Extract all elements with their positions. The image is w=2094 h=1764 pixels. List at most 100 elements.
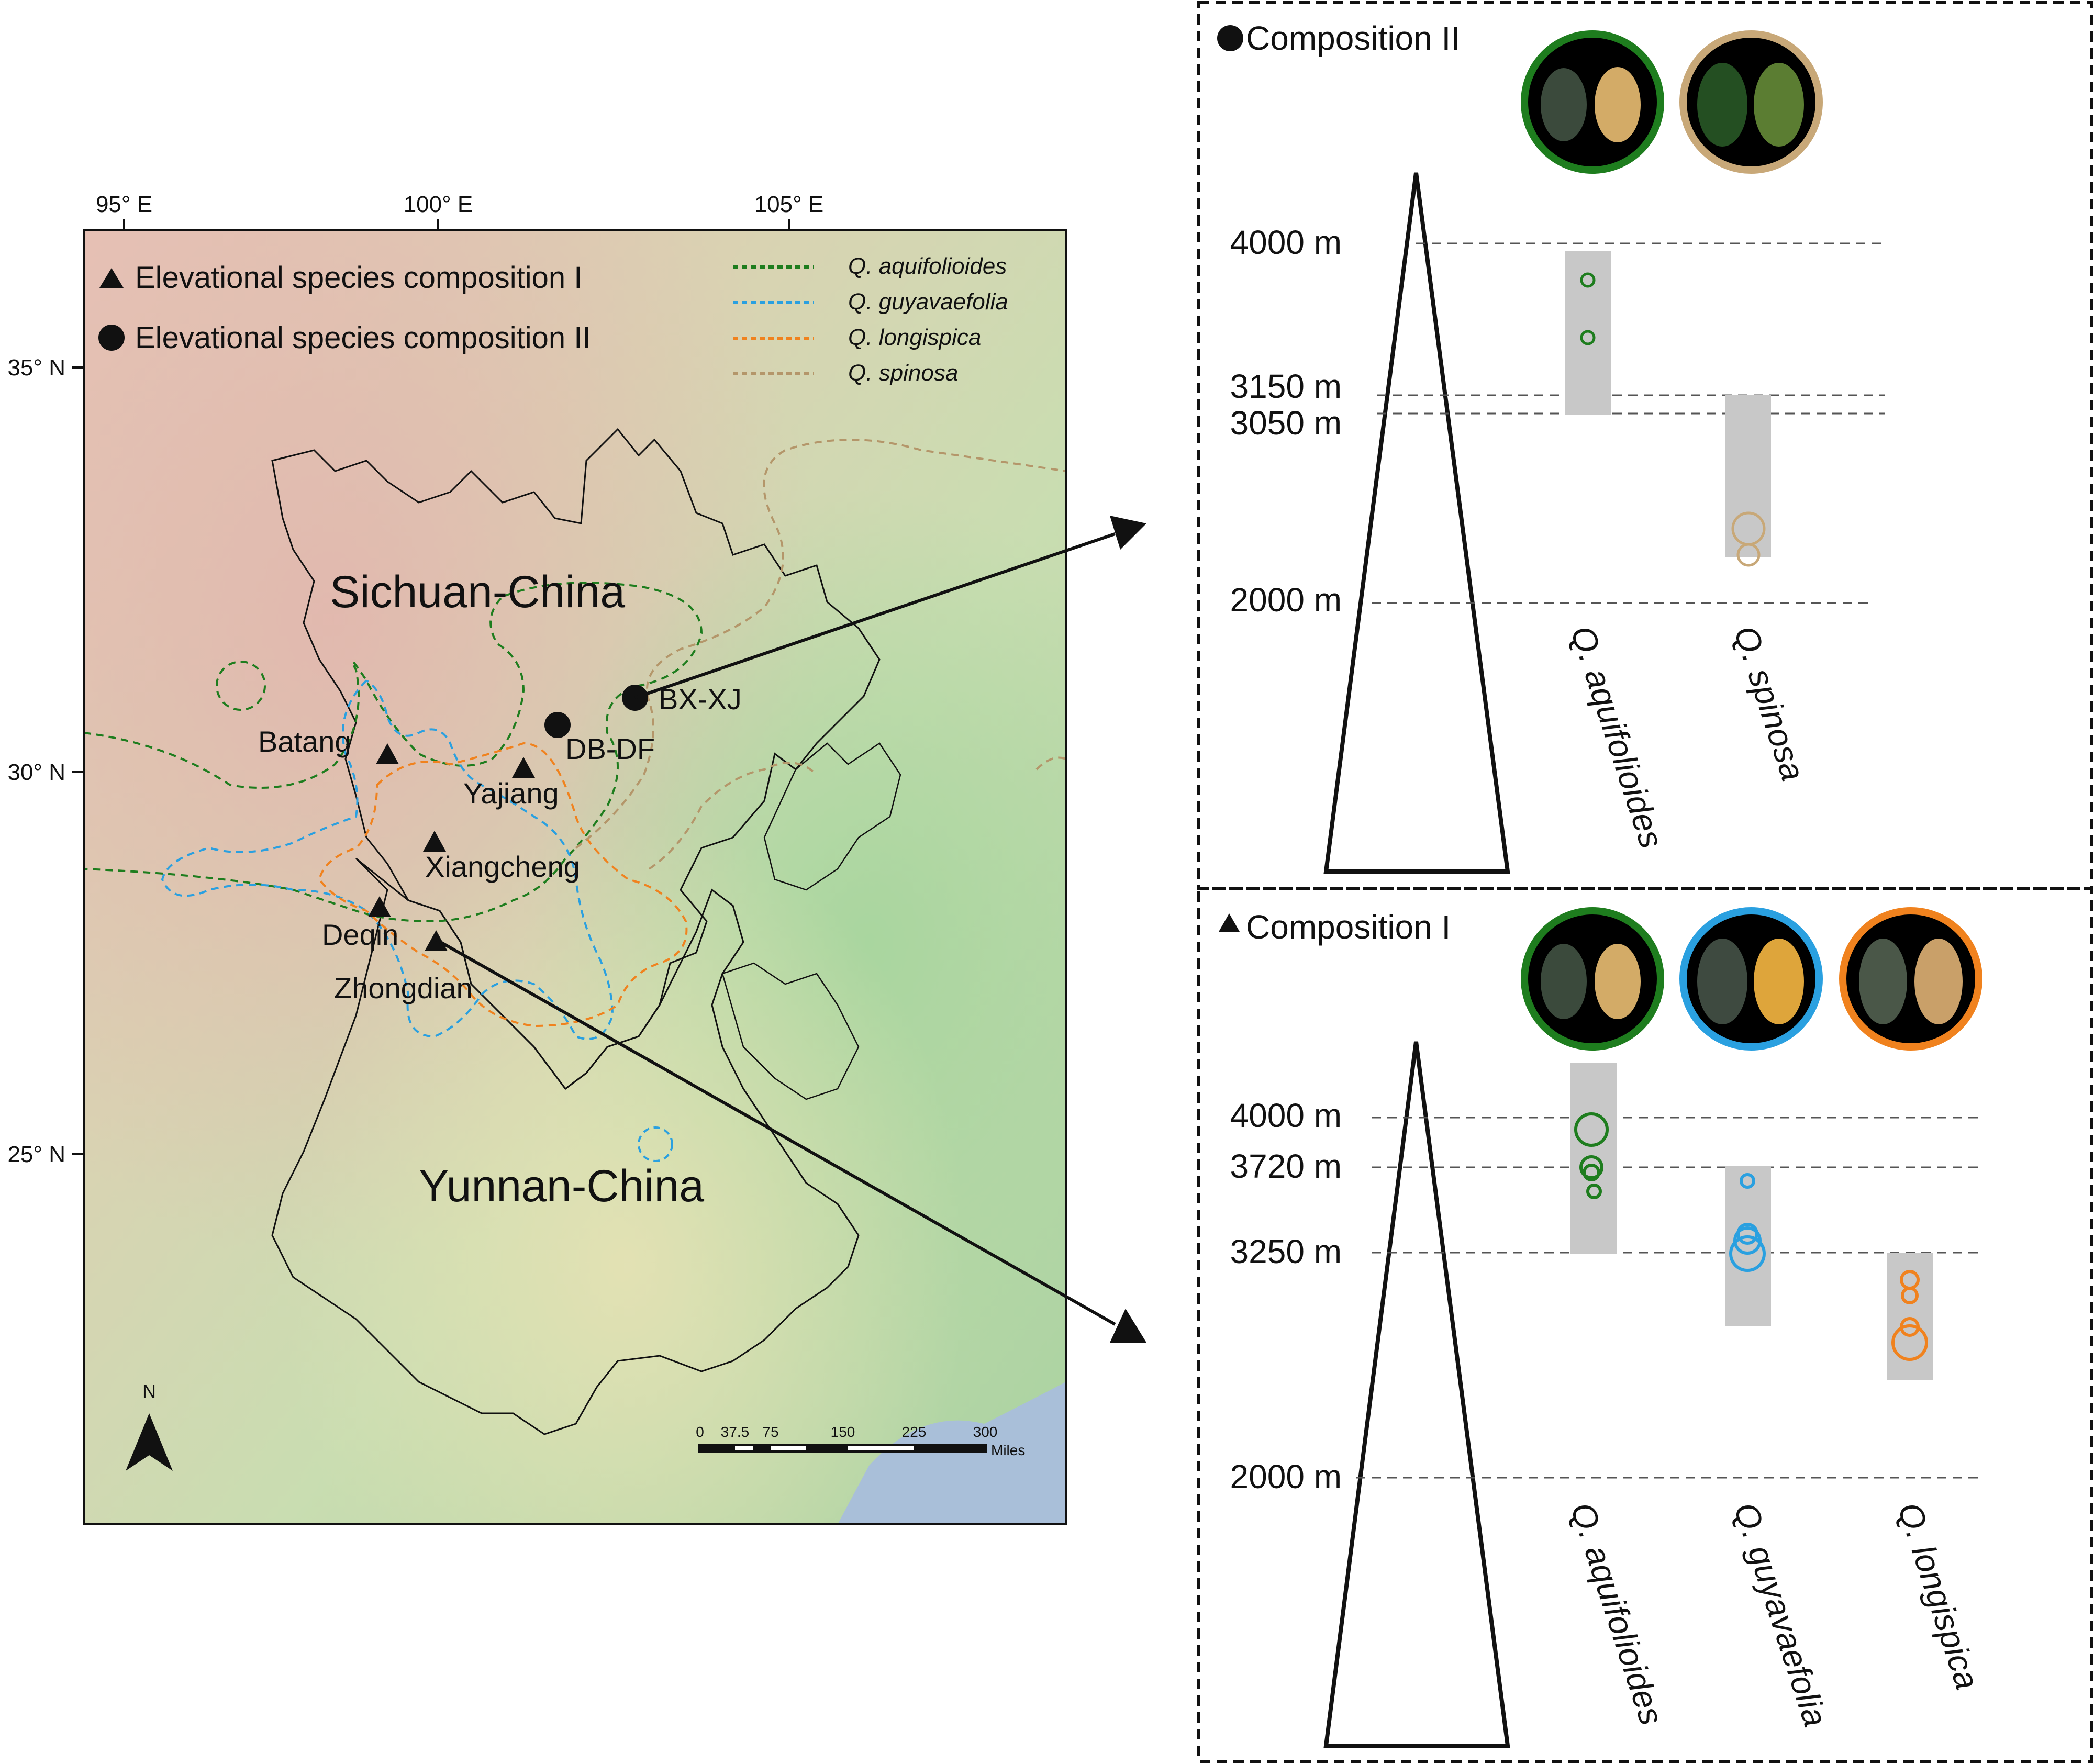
panel-top-title: Composition II [1246, 19, 1460, 57]
range-spinosa-fragment [1035, 756, 1066, 771]
scale-bar: 0 37.5 75 150 225 300 Miles [696, 1424, 1025, 1458]
panel-composition-ii: Composition II 4000 m 3150 m 3050 m 2000… [1197, 1, 2093, 890]
site-batang-label: Batang [258, 725, 351, 758]
elevation-gridlines-bottom [1356, 1117, 1984, 1479]
longitude-ticks [123, 219, 790, 230]
north-label: N [142, 1380, 156, 1402]
scale-tick-37-5: 37.5 [721, 1424, 750, 1440]
site-batang-marker [376, 743, 399, 764]
composition-i-triangle-icon [1219, 913, 1240, 932]
lat-tick-25: 25° N [7, 1142, 65, 1167]
range-longispica [318, 742, 688, 1028]
sample-point [1579, 1155, 1603, 1179]
leaf-badge-spinosa-top [1679, 30, 1823, 174]
site-bxxj-label: BX-XJ [659, 683, 742, 716]
site-deqin-label: Deqin [322, 918, 398, 951]
map-frame [83, 229, 1067, 1525]
connector-arrows [435, 516, 1146, 1343]
arrowhead-bottom-icon [1110, 1309, 1146, 1343]
elevation-triangle-top [1323, 172, 1510, 874]
leaf-badge-longispica-bottom [1839, 907, 1982, 1051]
region-yunnan-label: Yunnan-China [419, 1161, 704, 1211]
legend-longispica: Q. longispica [848, 325, 981, 350]
latitude-ticks [72, 366, 84, 1155]
terrain-background [84, 230, 1066, 1524]
range-guyavaefolia [161, 679, 614, 1040]
sample-point [1586, 1184, 1602, 1199]
scale-tick-150: 150 [831, 1424, 855, 1440]
range-bar-aquifolioides-top [1565, 251, 1611, 415]
panel-bottom-title: Composition I [1246, 908, 1451, 946]
legend-composition-ii: Elevational species composition II [135, 321, 591, 355]
elev-top-4000: 4000 m [1230, 224, 1342, 261]
leaf-badge-aquifolioides-top [1521, 30, 1664, 174]
scale-tick-75: 75 [762, 1424, 778, 1440]
site-yajiang-marker [512, 757, 535, 778]
region-sichuan-label: Sichuan-China [330, 567, 625, 617]
species-label-aquifolioides-bottom: Q. aquifolioides [1564, 1498, 1671, 1729]
species-label-aquifolioides-top: Q. aquifolioides [1564, 621, 1671, 853]
sample-point [1891, 1324, 1928, 1361]
lat-tick-35: 35° N [7, 355, 65, 381]
panel-bottom-frame [1197, 887, 2093, 1763]
circle-legend-icon [98, 325, 125, 351]
species-label-spinosa-top: Q. spinosa [1727, 621, 1812, 785]
elev-bottom-3250: 3250 m [1230, 1233, 1342, 1270]
leaf-badge-aquifolioides-bottom [1521, 907, 1664, 1051]
range-spinosa [575, 439, 1066, 870]
yunnan-boundary [271, 857, 860, 1435]
lon-tick-95: 95° E [96, 192, 152, 217]
range-aquifolioides [84, 582, 703, 923]
composition-ii-circle-icon [1217, 25, 1243, 51]
lon-tick-100: 100° E [404, 192, 473, 217]
elevation-gridlines-top [1372, 242, 1885, 604]
sample-point [1580, 330, 1596, 345]
elev-top-2000: 2000 m [1230, 581, 1342, 619]
elev-bottom-2000: 2000 m [1230, 1458, 1342, 1495]
range-aquifolioides-isolate [216, 661, 266, 711]
north-arrow-icon [126, 1413, 173, 1471]
triangle-legend-icon [99, 268, 124, 288]
legend-composition-i: Elevational species composition I [135, 261, 582, 295]
elevation-triangle-bottom [1323, 1041, 1510, 1748]
site-dbdf-label: DB-DF [565, 732, 655, 765]
elev-top-3150: 3150 m [1230, 367, 1342, 405]
legend-guyavaefolia: Q. guyavaefolia [848, 289, 1008, 315]
lon-tick-105: 105° E [754, 192, 824, 217]
elev-bottom-4000: 4000 m [1230, 1097, 1342, 1134]
sample-point [1574, 1112, 1609, 1147]
scale-unit: Miles [991, 1442, 1025, 1458]
site-dbdf-marker [544, 712, 571, 738]
scale-tick-225: 225 [902, 1424, 927, 1440]
leaf-badge-guyavaefolia-bottom [1679, 907, 1823, 1051]
sichuan-boundary [271, 428, 881, 1090]
sample-point [1729, 1235, 1766, 1272]
scale-tick-300: 300 [973, 1424, 998, 1440]
sea-area [838, 1382, 1066, 1524]
panel-composition-i: Composition I 4000 m 3720 m 3250 m 2000 … [1197, 887, 2093, 1763]
sample-point [1583, 1164, 1600, 1181]
site-yajiang-label: Yajiang [463, 777, 559, 810]
elev-bottom-3720: 3720 m [1230, 1147, 1342, 1185]
neighbor-boundary [721, 742, 901, 1100]
site-deqin-marker [368, 896, 391, 917]
species-legend: Q. aquifolioides Q. guyavaefolia Q. long… [733, 253, 1008, 386]
legend-spinosa: Q. spinosa [848, 360, 958, 386]
elev-top-3050: 3050 m [1230, 404, 1342, 442]
legend-aquifolioides: Q. aquifolioides [848, 253, 1007, 279]
scale-tick-0: 0 [696, 1424, 704, 1440]
map-panel: 95° E 100° E 105° E 35° N 30° N 25° N El… [7, 192, 1067, 1525]
sample-point [1901, 1287, 1919, 1304]
site-zhongdian-label: Zhongdian [334, 972, 473, 1004]
sample-point [1580, 272, 1596, 288]
sample-point [1740, 1173, 1755, 1189]
sample-point [1736, 543, 1761, 567]
site-xiangcheng-marker [423, 831, 446, 852]
species-label-guyavaefolia-bottom: Q. guyavaefolia [1727, 1498, 1835, 1731]
species-label-longispica-bottom: Q. longispica [1891, 1498, 1987, 1694]
lat-tick-30: 30° N [7, 760, 65, 785]
site-xiangcheng-label: Xiangcheng [425, 850, 580, 883]
range-guyavaefolia-isolate [638, 1126, 673, 1162]
arrowhead-top-icon [1110, 516, 1146, 550]
